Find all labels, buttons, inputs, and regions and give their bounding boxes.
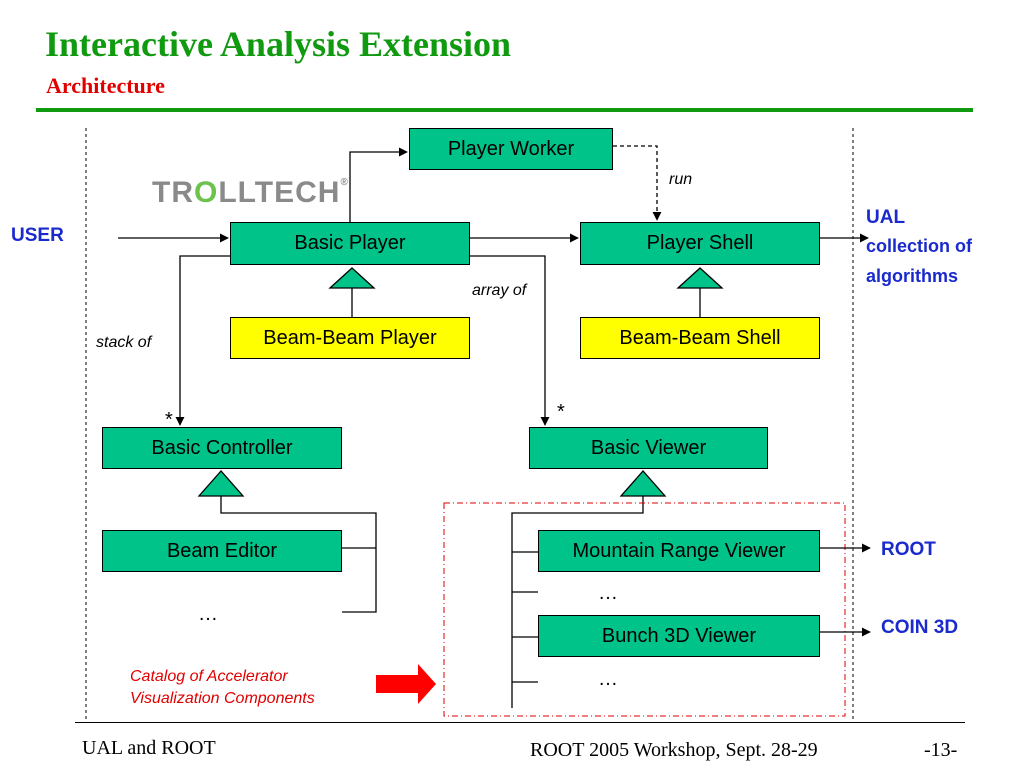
controller-ellipsis: … [198, 603, 218, 625]
player-worker-box: Player Worker [409, 128, 613, 170]
catalog-caption-line1: Catalog of Accelerator [130, 668, 288, 685]
array-of-label: array of [472, 282, 527, 299]
algorithms-label: algorithms [866, 266, 959, 286]
player-to-worker-arrow [349, 147, 408, 222]
trolltech-logo: TROLLTECH® [152, 176, 349, 209]
player-shell-inheritance-triangle [676, 267, 724, 289]
basic-controller-box: Basic Controller [102, 427, 342, 469]
coin3d-label: COIN 3D [881, 617, 959, 638]
catalog-caption-line2: Visualization Components [130, 690, 315, 707]
run-dashed-arrow [613, 145, 662, 221]
bunch-3d-viewer-box: Bunch 3D Viewer [538, 615, 820, 657]
footer-left: UAL and ROOT [82, 737, 216, 759]
player-shell-box: Player Shell [580, 222, 820, 265]
title-divider [36, 108, 973, 112]
run-label: run [669, 171, 693, 188]
basic-controller-inheritance-triangle [197, 470, 245, 497]
array-of-arrow [470, 255, 550, 426]
stack-of-arrow [175, 255, 230, 426]
catalog-caption: Catalog of Accelerator Visualization Com… [130, 666, 315, 710]
beam-editor-box: Beam Editor [102, 530, 342, 572]
mountain-range-viewer-box: Mountain Range Viewer [538, 530, 820, 572]
ual-label: UAL [866, 207, 906, 228]
beam-beam-shell-box: Beam-Beam Shell [580, 317, 820, 359]
footer-divider [75, 722, 965, 723]
stack-of-label: stack of [96, 334, 152, 351]
user-label: USER [11, 225, 64, 246]
viewer-ellipsis-1: … [598, 582, 618, 604]
basic-viewer-box: Basic Viewer [529, 427, 768, 469]
slide-subtitle: Architecture [46, 73, 165, 98]
basic-player-box: Basic Player [230, 222, 470, 265]
basic-viewer-inheritance-triangle [619, 470, 667, 497]
catalog-boundary [443, 502, 846, 717]
collection-of-label: collection of [866, 236, 973, 256]
beam-beam-player-box: Beam-Beam Player [230, 317, 470, 359]
footer-center: ROOT 2005 Workshop, Sept. 28-29 [530, 739, 818, 761]
slide-title: Interactive Analysis Extension [45, 24, 512, 64]
catalog-red-arrow [376, 664, 436, 704]
viewer-multiplicity-star: * [557, 401, 565, 423]
basic-player-inheritance-triangle [328, 267, 376, 289]
root-label: ROOT [881, 539, 936, 560]
viewer-ellipsis-2: … [598, 668, 618, 690]
page-number: -13- [924, 739, 958, 761]
controller-multiplicity-star: * [165, 409, 173, 431]
